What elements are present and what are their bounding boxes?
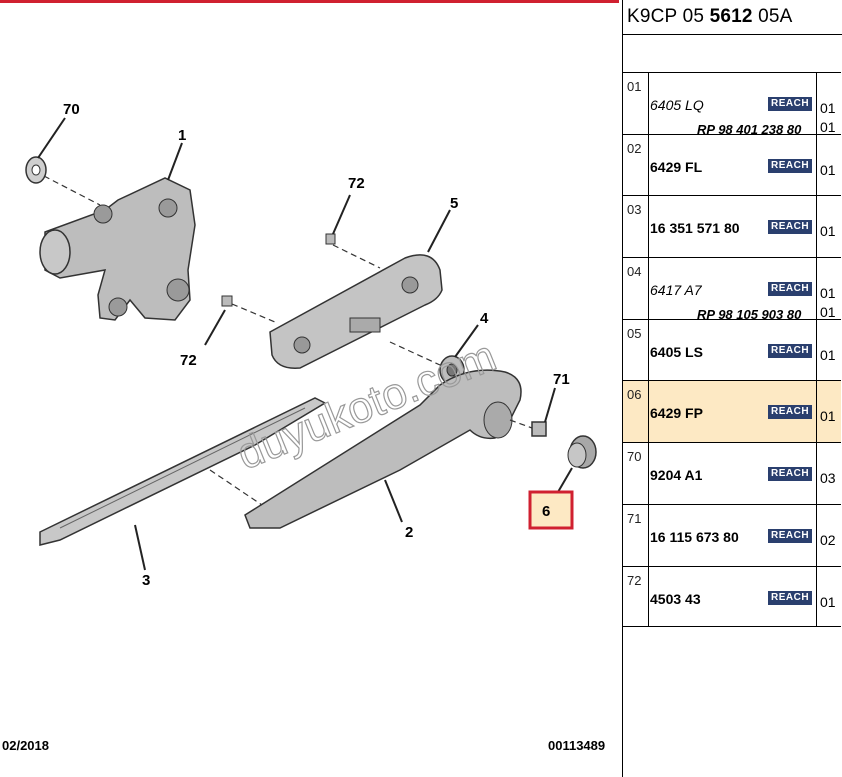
row-number: 70: [627, 449, 642, 465]
top-red-line: [0, 0, 619, 3]
row-number: 01: [627, 79, 642, 94]
part-subref: RP 98 105 903 80: [697, 307, 802, 323]
callout-71: 71: [553, 371, 570, 388]
callout-5: 5: [450, 195, 458, 212]
footer-date: 02/2018: [2, 738, 49, 753]
part-qty: 01: [820, 223, 836, 240]
callout-6-highlight-box[interactable]: [528, 490, 574, 530]
part-qty: 01: [820, 100, 836, 116]
table-row[interactable]: 01 6405 LQ REACH RP 98 401 238 80 01 01: [623, 72, 841, 137]
part-qty: 01: [820, 408, 836, 425]
reach-badge: REACH: [768, 467, 813, 482]
row-number: 03: [627, 202, 642, 218]
reach-badge: REACH: [768, 343, 813, 358]
table-row[interactable]: 71 16 115 673 80 REACH 02: [623, 503, 841, 566]
table-divider: [622, 0, 623, 777]
parts-table: 01 6405 LQ REACH RP 98 401 238 80 01 01 …: [623, 72, 841, 628]
code-bold: 5612: [709, 6, 753, 27]
callout-70: 70: [63, 101, 80, 118]
reach-badge: REACH: [768, 528, 813, 543]
footer-document-number: 00113489: [548, 738, 606, 753]
part-ref: 9204 A1: [650, 467, 703, 484]
row-number: 05: [627, 325, 642, 341]
part-2-wiper-arm[interactable]: [244, 369, 522, 529]
part-ref: 4503 43: [650, 590, 701, 607]
table-row[interactable]: 02 6429 FL REACH 01: [623, 133, 841, 196]
callout-2: 2: [405, 524, 413, 541]
code-prefix: K9CP 05: [627, 6, 710, 27]
catalog-code-header: K9CP 05 5612 05A: [623, 0, 842, 35]
reach-badge: REACH: [768, 220, 813, 235]
reach-badge: REACH: [768, 97, 813, 111]
part-qty: 01: [820, 161, 836, 178]
callout-1: 1: [178, 127, 186, 144]
reach-badge: REACH: [768, 158, 813, 173]
part-ref: 6429 FL: [650, 158, 703, 175]
part-ref: 6405 LQ: [650, 97, 704, 113]
row-number: 02: [627, 140, 642, 156]
part-72-screw-lower[interactable]: [221, 295, 233, 307]
part-qty: 03: [820, 470, 836, 487]
part-qty-2: 01: [820, 119, 836, 135]
part-qty: 02: [820, 531, 836, 548]
part-1-wiper-motor[interactable]: [39, 177, 196, 321]
callout-6: 6: [542, 503, 550, 520]
part-5-bracket[interactable]: [269, 254, 443, 369]
table-row[interactable]: 72 4503 43 REACH 01: [623, 565, 841, 628]
parts-diagram: 70 1 72 5 72 4 71 3 2 6 duyukoto.com: [25, 101, 597, 589]
row-number: 06: [627, 387, 642, 403]
table-row-selected[interactable]: 06 6429 FP REACH 01: [623, 380, 841, 443]
table-row[interactable]: 04 6417 A7 REACH RP 98 105 903 80 01 01: [623, 257, 841, 323]
reach-badge: REACH: [768, 282, 813, 297]
part-3-wiper-blade[interactable]: [39, 397, 327, 546]
callout-72-lower: 72: [180, 352, 197, 369]
callout-72-upper: 72: [348, 175, 365, 192]
reach-badge: REACH: [768, 405, 813, 420]
part-qty-2: 01: [820, 304, 836, 321]
reach-badge: REACH: [768, 590, 813, 605]
code-suffix: 05A: [752, 6, 793, 27]
part-subref: RP 98 401 238 80: [697, 122, 802, 137]
part-ref: 6417 A7: [650, 282, 702, 299]
part-71-nut[interactable]: [531, 421, 547, 437]
table-row[interactable]: 70 9204 A1 REACH 03: [623, 442, 841, 504]
callout-3: 3: [142, 572, 150, 589]
part-ref: 16 115 673 80: [650, 528, 739, 545]
row-number: 72: [627, 572, 642, 588]
part-ref: 16 351 571 80: [650, 220, 740, 237]
table-row[interactable]: 03 16 351 571 80 REACH 01: [623, 195, 841, 258]
part-72-screw-upper[interactable]: [325, 233, 336, 245]
table-row[interactable]: 05 6405 LS REACH 01: [623, 318, 841, 381]
part-qty: 01: [820, 593, 836, 610]
part-ref: 6429 FP: [650, 405, 703, 422]
part-ref: 6405 LS: [650, 343, 703, 360]
part-70-washer[interactable]: [25, 156, 47, 184]
callout-4: 4: [480, 310, 489, 327]
row-number: 71: [627, 510, 642, 526]
part-qty: 01: [820, 285, 836, 302]
part-qty: 01: [820, 346, 836, 363]
part-6-cap[interactable]: [567, 435, 597, 469]
row-number: 04: [627, 264, 642, 280]
